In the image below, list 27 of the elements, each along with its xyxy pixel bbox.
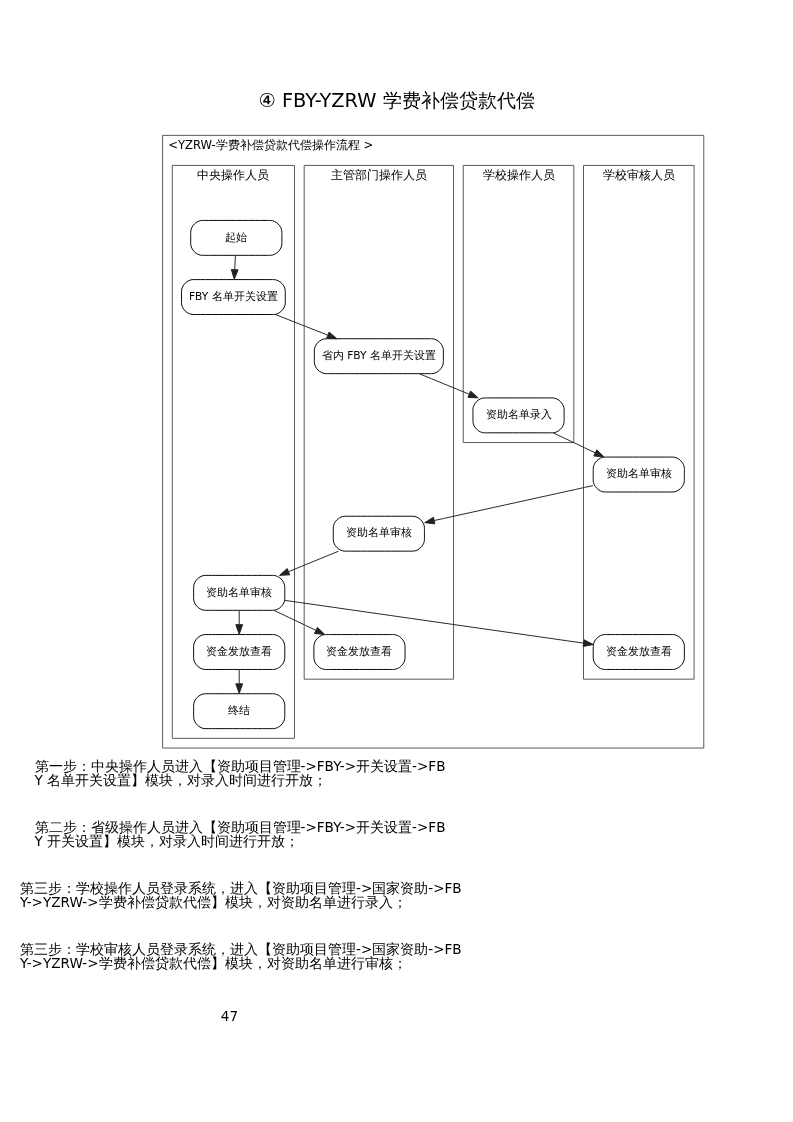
arrow (284, 599, 594, 647)
arrow (275, 313, 338, 339)
label: 第一步：中央操作人员进入【资助项目管理->FBY->开关设置->FBY 名单开关设置】模块，对录入时间进行开放； (34, 757, 446, 788)
node-box: 资金发放查看 (313, 633, 406, 670)
node-box: 资助名单审核 (193, 574, 286, 611)
label: 第三步：学校操作人员登录系统，进入【资助项目管理->国家资助->FBY->YZRW->学费补偿贷款代偿】模块，对资助名单进行录入； (20, 879, 462, 910)
arrow (424, 484, 594, 524)
node-box: 起始 (190, 219, 283, 256)
node-box: 终结 (193, 692, 286, 729)
node-box: 资金发放查看 (592, 633, 685, 670)
label: 第二步：省级操作人员进入【资助项目管理->FBY->开关设置->FBY 开关设置】模块，对录入时间进行开放； (34, 818, 446, 849)
node-box: 省内 FBY 名单开关设置 (313, 337, 444, 374)
node-box: 资金发放查看 (193, 633, 286, 670)
node-box: FBY 名单开关设置 (181, 278, 286, 315)
node-box: 资助名单审核 (592, 456, 685, 492)
diagram-title: ④ FBY-YZRW 学费补偿贷款代偿 (258, 88, 535, 112)
arrow (279, 550, 339, 576)
label: 第三步：学校审核人员登录系统，进入【资助项目管理->国家资助->FBY->YZRW->学费补偿贷款代偿】模块，对资助名单进行审核； (20, 940, 462, 971)
label: 47 (220, 1007, 239, 1024)
arrow (418, 372, 479, 398)
node-box: 资助名单录入 (472, 396, 565, 433)
arrow (273, 609, 326, 635)
arrow (235, 668, 244, 694)
node-box: 资助名单审核 (332, 515, 425, 552)
arrow (235, 609, 244, 635)
arrow (230, 254, 239, 280)
arrow (552, 431, 605, 458)
